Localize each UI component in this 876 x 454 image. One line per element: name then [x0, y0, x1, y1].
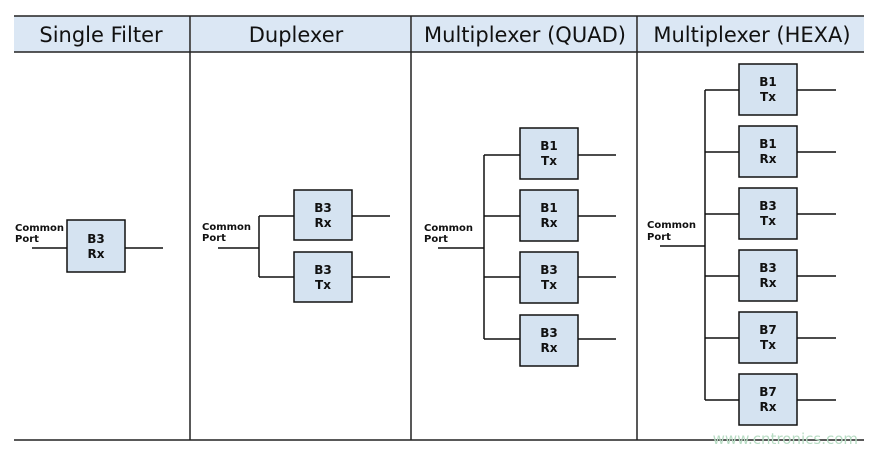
- filter-direction: Rx: [760, 276, 777, 290]
- watermark-text: www.cntronics.com: [713, 430, 858, 448]
- header-single-filter: Single Filter: [39, 23, 163, 47]
- filter-band: B1: [759, 137, 777, 151]
- filter-band: B3: [759, 199, 777, 213]
- duplexer-diagram: Common Port B3 Rx B3 Tx: [202, 189, 390, 303]
- filter-box: [66, 219, 126, 273]
- header-duplexer: Duplexer: [249, 23, 344, 47]
- common-port-label-line1: Common: [15, 223, 64, 234]
- filter-direction: Rx: [315, 216, 332, 230]
- filter-direction: Rx: [760, 400, 777, 414]
- filter-direction: Rx: [760, 152, 777, 166]
- filter-box: [738, 63, 798, 116]
- common-port-label-line1: Common: [424, 223, 473, 234]
- single-filter-diagram: Common Port B3 Rx: [15, 219, 163, 273]
- filter-box: [738, 249, 798, 302]
- filter-band: B1: [540, 201, 558, 215]
- filter-direction: Tx: [315, 278, 331, 292]
- filter-direction: Rx: [88, 247, 105, 261]
- filter-direction: Tx: [760, 90, 776, 104]
- filter-box: [738, 311, 798, 364]
- filter-direction: Rx: [541, 216, 558, 230]
- filter-band: B3: [540, 326, 558, 340]
- filter-direction: Tx: [541, 278, 557, 292]
- filter-band: B3: [759, 261, 777, 275]
- header-band-hexa: [638, 16, 864, 52]
- common-port-label-line2: Port: [424, 234, 448, 245]
- filter-box: [519, 127, 579, 180]
- header-hexa: Multiplexer (HEXA): [653, 23, 850, 47]
- filter-box: [738, 125, 798, 178]
- header-band-duplexer: [191, 16, 411, 52]
- filter-box: [738, 373, 798, 426]
- common-port-label-line2: Port: [647, 232, 671, 243]
- header-quad: Multiplexer (QUAD): [424, 23, 626, 47]
- filter-band: B3: [540, 263, 558, 277]
- header-band-single: [14, 16, 190, 52]
- filter-box: [519, 314, 579, 367]
- filter-band: B3: [314, 263, 332, 277]
- filter-band: B3: [314, 201, 332, 215]
- filter-box: [519, 251, 579, 304]
- common-port-label-line1: Common: [202, 222, 251, 233]
- filter-box: [293, 251, 353, 303]
- filter-direction: Tx: [760, 338, 776, 352]
- filter-box: [293, 189, 353, 241]
- filter-band: B3: [87, 232, 105, 246]
- common-port-label-line1: Common: [647, 220, 696, 231]
- filter-band: B7: [759, 323, 777, 337]
- filter-direction: Tx: [541, 154, 557, 168]
- filter-direction: Rx: [541, 341, 558, 355]
- filter-band: B1: [759, 75, 777, 89]
- filter-band: B7: [759, 385, 777, 399]
- hexa-multiplexer-diagram: Common Port B1 Tx B1 Rx B3 Tx B3 Rx B7 T…: [647, 63, 836, 426]
- filter-direction: Tx: [760, 214, 776, 228]
- common-port-label-line2: Port: [202, 233, 226, 244]
- filter-band: B1: [540, 139, 558, 153]
- header-band-quad: [412, 16, 637, 52]
- common-port-label-line2: Port: [15, 234, 39, 245]
- quad-multiplexer-diagram: Common Port B1 Tx B1 Rx B3 Tx B3 Rx: [424, 127, 616, 367]
